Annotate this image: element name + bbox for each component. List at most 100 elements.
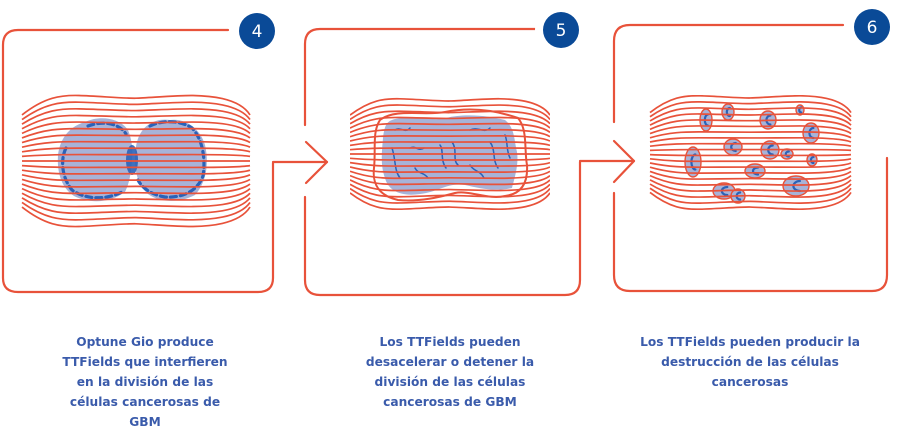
field-line	[21, 192, 251, 208]
field-line	[21, 94, 251, 116]
cell-fragment	[723, 138, 743, 156]
chromatin-thread	[391, 147, 401, 179]
field-line	[649, 157, 852, 163]
field-line	[350, 135, 550, 142]
field-line	[21, 153, 251, 158]
field-line	[350, 161, 550, 167]
field-line	[350, 141, 550, 147]
cell-fragment	[721, 103, 735, 121]
field-line	[649, 131, 852, 139]
step-6-badge: 6	[846, 1, 898, 53]
arrow-4-to-5	[271, 140, 329, 185]
field-line	[350, 116, 550, 129]
caption-line: TTFields que interfieren	[62, 355, 228, 369]
field-line	[649, 187, 852, 204]
caption-line: Los TTFields pueden	[379, 335, 521, 349]
caption-line: desacelerar o detener la	[365, 355, 535, 369]
field-line	[649, 107, 852, 122]
step-5-number: 5	[556, 21, 567, 41]
field-line	[350, 183, 550, 198]
cell-fragment	[780, 148, 794, 160]
caption-line: cancerosas de GBM	[383, 395, 517, 409]
process-diagram: 4 5 6	[1, 1, 898, 297]
field-line	[350, 128, 550, 138]
field-line	[649, 125, 852, 135]
field-line	[350, 157, 550, 161]
field-line	[649, 153, 852, 157]
chromatin-right	[136, 120, 206, 199]
caption-line: cancerosas	[711, 375, 789, 389]
field-line	[350, 110, 550, 125]
caption-line: Los TTFields pueden producir la	[640, 335, 860, 349]
field-line	[21, 147, 251, 153]
field-line	[649, 183, 852, 198]
step-4-caption: Optune Gio produce TTFields que interfie…	[40, 332, 250, 432]
field-line	[649, 162, 852, 169]
step-6-frame	[612, 23, 889, 293]
frame-6-outline-top	[612, 23, 845, 124]
field-line	[21, 206, 251, 228]
step-4-illustration	[21, 94, 251, 228]
dividing-cell	[57, 118, 207, 202]
cleavage-chromatin	[126, 145, 138, 175]
field-line	[21, 173, 251, 182]
field-line	[21, 187, 251, 201]
field-line	[649, 113, 852, 126]
caption-line: división de las células	[374, 375, 526, 389]
step-5-illustration	[350, 97, 550, 210]
step-6-number: 6	[867, 18, 878, 38]
field-lines-step-6	[649, 95, 852, 210]
cell-fragments	[684, 103, 820, 204]
field-line	[649, 136, 852, 143]
step-4-badge: 4	[231, 5, 283, 57]
field-line	[649, 142, 852, 148]
chromatin-left	[61, 121, 128, 200]
field-lines-step-5	[350, 97, 550, 210]
field-line	[350, 187, 550, 204]
field-line	[649, 101, 852, 118]
fragment-chromatin	[809, 155, 815, 165]
field-line	[350, 97, 550, 116]
caption-line: Optune Gio produce	[76, 335, 214, 349]
arrested-cell	[381, 115, 518, 195]
arrow-5-to-6	[578, 139, 636, 184]
step-4-badge-circle	[239, 13, 275, 49]
field-line	[350, 104, 550, 121]
field-line	[21, 140, 251, 149]
caption-line: destrucción de las células	[661, 355, 839, 369]
step-6-caption: Los TTFields pueden producir la destrucc…	[630, 332, 870, 392]
step-5-caption: Los TTFields pueden desacelerar o detene…	[345, 332, 555, 412]
chromatin-thread	[414, 167, 429, 179]
field-line	[21, 197, 251, 215]
frame-5-outline-bottom	[303, 160, 582, 297]
field-line	[350, 174, 550, 186]
chromatin-thread	[504, 134, 511, 159]
arrow-5-to-6-head	[612, 139, 636, 184]
field-line	[649, 179, 852, 192]
field-line	[21, 121, 251, 135]
field-line	[649, 170, 852, 180]
frame-4-outline	[1, 28, 275, 294]
caption-line: en la división de las	[76, 375, 214, 389]
field-line	[21, 183, 251, 195]
step-6-illustration	[649, 95, 852, 210]
frame-6-outline-bottom	[612, 156, 889, 293]
caption-line: células cancerosas de	[69, 395, 221, 409]
field-line	[649, 119, 852, 131]
field-line	[21, 178, 251, 188]
field-line	[350, 122, 550, 134]
arrow-4-to-5-head	[304, 140, 329, 185]
field-line	[21, 101, 251, 121]
field-line	[21, 201, 251, 221]
field-line	[21, 169, 251, 175]
field-line	[649, 174, 852, 186]
field-line	[21, 114, 251, 130]
field-line	[21, 107, 251, 125]
field-line	[649, 95, 852, 114]
fragment-chromatin	[784, 150, 790, 158]
step-6-badge-circle	[854, 9, 890, 45]
step-5-frame	[303, 27, 582, 297]
field-line	[21, 164, 251, 169]
step-5-badge: 5	[535, 4, 587, 56]
field-line	[649, 148, 852, 152]
